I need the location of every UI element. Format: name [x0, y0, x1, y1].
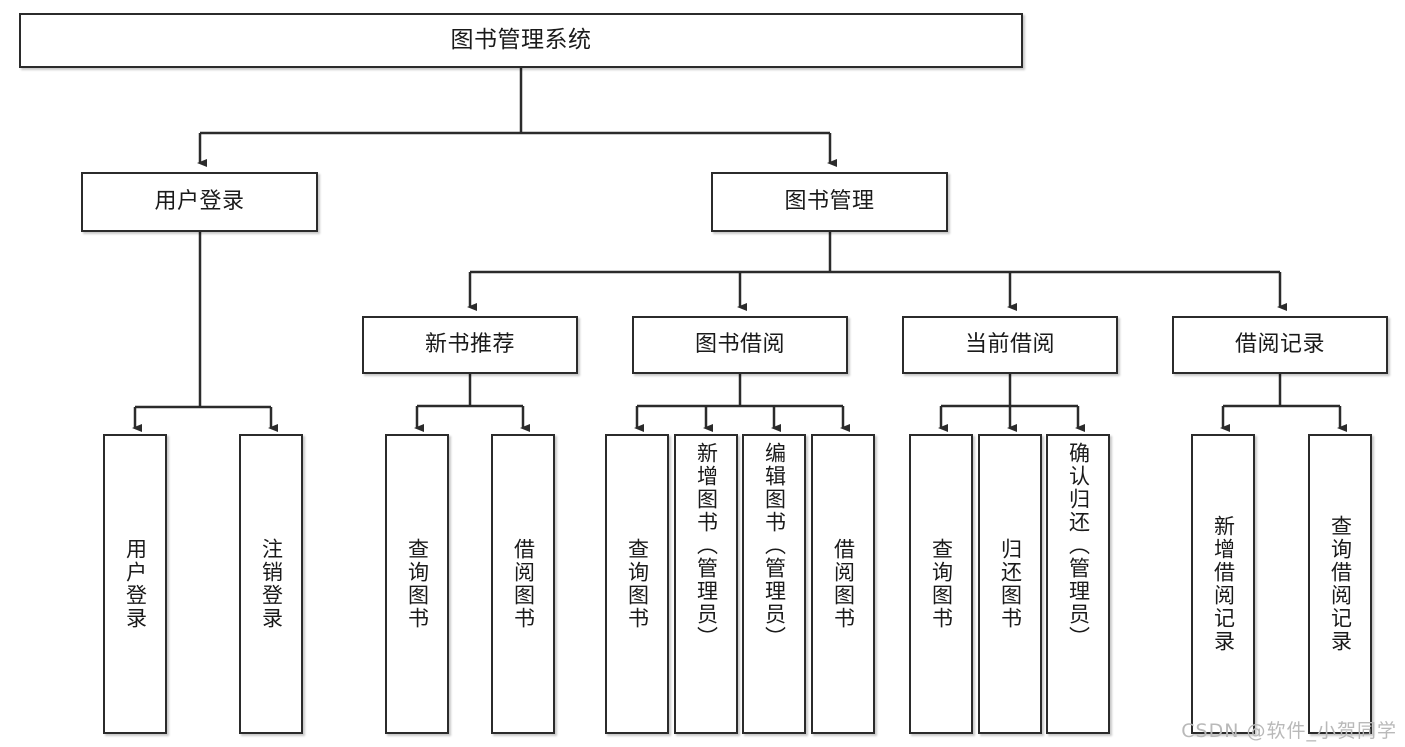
leaf-confirm-return[interactable]: 确认归还（管理员）	[1046, 434, 1110, 734]
node-label: 新书推荐	[424, 331, 515, 357]
node-label: 当前借阅	[964, 331, 1055, 357]
node-label: 归还图书	[998, 538, 1023, 630]
node-borrow-record[interactable]: 借阅记录	[1172, 316, 1388, 374]
leaf-user-login[interactable]: 用户登录	[103, 434, 167, 734]
leaf-add-book[interactable]: 新增图书（管理员）	[674, 434, 738, 734]
node-label: 查询图书	[405, 538, 430, 630]
node-label: 借阅图书	[511, 538, 536, 630]
node-root-system[interactable]: 图书管理系统	[19, 13, 1023, 68]
leaf-edit-book[interactable]: 编辑图书（管理员）	[742, 434, 806, 734]
leaf-query-borrow-record[interactable]: 查询借阅记录	[1308, 434, 1372, 734]
node-label: 图书管理	[784, 188, 875, 214]
node-label: 图书借阅	[694, 331, 785, 357]
node-user-login[interactable]: 用户登录	[81, 172, 318, 232]
node-label: 注销登录	[259, 538, 284, 630]
node-label: 编辑图书（管理员）	[762, 442, 787, 649]
leaf-query-book-recommend[interactable]: 查询图书	[385, 434, 449, 734]
node-label: 图书管理系统	[450, 26, 592, 53]
node-label: 确认归还（管理员）	[1066, 442, 1091, 649]
node-label: 用户登录	[123, 538, 148, 630]
leaf-query-book-borrow[interactable]: 查询图书	[605, 434, 669, 734]
leaf-borrow-book[interactable]: 借阅图书	[811, 434, 875, 734]
node-label: 查询借阅记录	[1328, 515, 1353, 653]
node-label: 查询图书	[625, 538, 650, 630]
leaf-logout-login[interactable]: 注销登录	[239, 434, 303, 734]
leaf-query-book-current[interactable]: 查询图书	[909, 434, 973, 734]
leaf-add-borrow-record[interactable]: 新增借阅记录	[1191, 434, 1255, 734]
node-label: 查询图书	[929, 538, 954, 630]
node-new-book-recommend[interactable]: 新书推荐	[362, 316, 578, 374]
node-label: 用户登录	[154, 188, 245, 214]
node-book-borrow[interactable]: 图书借阅	[632, 316, 848, 374]
node-label: 新增图书（管理员）	[694, 442, 719, 649]
node-label: 借阅图书	[831, 538, 856, 630]
leaf-borrow-book-recommend[interactable]: 借阅图书	[491, 434, 555, 734]
node-current-borrow[interactable]: 当前借阅	[902, 316, 1118, 374]
node-label: 新增借阅记录	[1211, 515, 1236, 653]
node-book-management[interactable]: 图书管理	[711, 172, 948, 232]
watermark-text: CSDN @软件_小贺同学	[1181, 720, 1397, 742]
node-label: 借阅记录	[1234, 331, 1325, 357]
leaf-return-book[interactable]: 归还图书	[978, 434, 1042, 734]
